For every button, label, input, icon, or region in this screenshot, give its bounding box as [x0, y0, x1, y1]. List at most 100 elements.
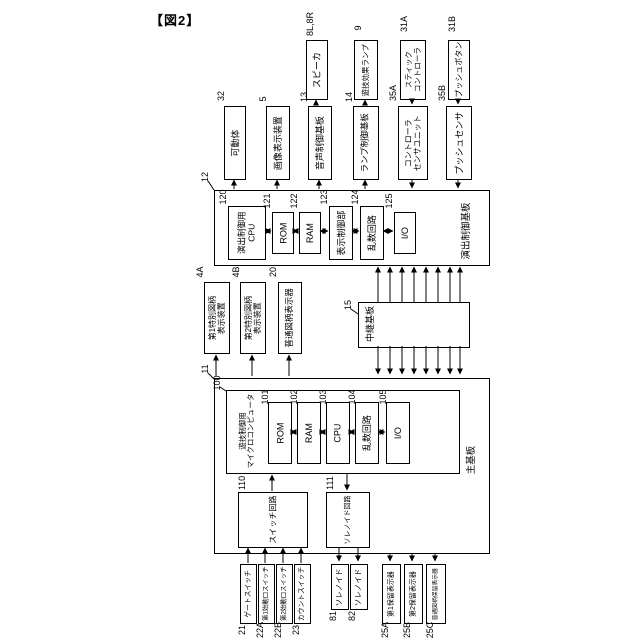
hold-display-1-box: 第1保留表示器	[382, 564, 401, 624]
solenoid-82-label: ソレノイド	[353, 568, 363, 606]
special-symbol-display-2-box: 第2特別図柄 表示装置	[240, 282, 266, 354]
ref-22a: 22A	[255, 621, 266, 639]
ref-120: 120	[218, 189, 229, 205]
ref-22b: 22B	[273, 621, 284, 639]
lamp-control-board-label: ランプ制御基板	[360, 113, 371, 173]
special-symbol-display-1-box: 第1特別図柄 表示装置	[204, 282, 230, 354]
special-symbol-display-2-label: 第2特別図柄 表示装置	[243, 295, 263, 341]
solenoid-circuit-label: ソレノイド回路	[343, 495, 351, 545]
ref-31a: 31A	[399, 15, 410, 33]
ref-111: 111	[325, 476, 336, 490]
ref-110: 110	[237, 475, 248, 491]
ref-124: 124	[350, 189, 361, 205]
game-control-microcomputer-name: 遊技制御用 マイクロコンピュータ	[237, 393, 255, 469]
ref-35a: 35A	[388, 84, 399, 102]
main-cpu-box: CPU	[326, 402, 350, 464]
gate-switch-label: ゲートスイッチ	[244, 570, 252, 618]
effect-lamp-label: 遊技効果ランプ	[360, 43, 370, 97]
ref-35b: 35B	[437, 84, 448, 102]
hold-display-2-label: 第2保留表示器	[409, 571, 417, 617]
normal-symbol-display-box: 普通図柄表示器	[278, 282, 302, 354]
image-display-box: 画像表示装置	[266, 106, 290, 180]
solenoid-circuit-box: ソレノイド回路	[326, 492, 370, 548]
sound-control-board-box: 音声制御基板	[308, 106, 332, 180]
main-io-label: I/O	[392, 426, 403, 440]
ref-20: 20	[268, 266, 279, 278]
ref-12: 12	[200, 171, 211, 183]
solenoid-81-label: ソレノイド	[334, 568, 344, 606]
start-switch-2-label: 第2始動口スイッチ	[280, 566, 288, 622]
ref-15: 15	[343, 299, 354, 311]
effect-io-box: I/O	[394, 212, 416, 254]
hold-display-1-label: 第1保留表示器	[387, 571, 395, 617]
image-display-label: 画像表示装置	[272, 115, 283, 171]
switch-circuit-box: スイッチ回路	[238, 492, 308, 548]
solenoid-81-box: ソレノイド	[331, 564, 349, 610]
main-random-box: 乱数回路	[355, 402, 379, 464]
ref-9: 9	[353, 25, 364, 31]
ref-123: 123	[319, 189, 330, 205]
speaker-label: スピーカ	[311, 51, 322, 89]
movable-body-box: 可動体	[224, 106, 246, 180]
effect-cpu-label: 演出制御用 CPU	[236, 211, 257, 255]
solenoid-82-box: ソレノイド	[350, 564, 368, 610]
display-control-label: 表示制御部	[335, 210, 346, 256]
effect-random-box: 乱数回路	[360, 206, 384, 260]
ref-122: 122	[289, 193, 300, 209]
push-sensor-label: プッシュセンサ	[453, 111, 464, 175]
effect-cpu-box: 演出制御用 CPU	[228, 206, 266, 260]
ref-5: 5	[258, 96, 269, 102]
ref-23: 23	[291, 624, 302, 636]
figure-number: 【図2】	[150, 13, 201, 28]
special-symbol-display-1-label: 第1特別図柄 表示装置	[207, 295, 227, 341]
sound-control-board-label: 音声制御基板	[314, 115, 325, 171]
ref-32: 32	[216, 90, 227, 102]
ref-81: 81	[328, 610, 339, 622]
ref-100: 100	[212, 375, 223, 391]
effect-rom-label: ROM	[277, 222, 288, 244]
effect-ram-box: RAM	[299, 212, 321, 254]
main-board-name: 主基板	[465, 445, 477, 475]
ref-8l8r: 8L,8R	[305, 11, 316, 37]
ref-13: 13	[299, 91, 310, 103]
effect-ram-label: RAM	[304, 223, 315, 243]
movable-body-label: 可動体	[229, 129, 240, 157]
stick-controller-label: スティック コントローラ	[403, 47, 421, 93]
ref-25c: 25C	[425, 621, 436, 639]
ref-21: 21	[237, 624, 248, 636]
effect-random-label: 乱数回路	[366, 214, 377, 252]
main-ram-box: RAM	[297, 402, 321, 464]
lamp-control-board-box: ランプ制御基板	[353, 106, 379, 180]
push-button-box: プッシュボタン	[448, 40, 470, 100]
ref-4b: 4B	[231, 266, 242, 278]
normal-symbol-display-label: 普通図柄表示器	[284, 288, 295, 348]
stick-controller-box: スティック コントローラ	[400, 40, 426, 100]
ref-25b: 25B	[402, 621, 413, 639]
controller-sensor-unit-label: コントローラ センサユニット	[403, 115, 422, 171]
main-io-box: I/O	[386, 402, 410, 464]
ref-125: 125	[384, 193, 395, 209]
main-cpu-label: CPU	[332, 423, 343, 443]
hold-display-2-box: 第2保留表示器	[404, 564, 423, 624]
normal-hold-display-label: 普通図柄保留表示器	[432, 567, 439, 621]
main-random-label: 乱数回路	[361, 414, 372, 452]
ref-25a: 25A	[380, 621, 391, 639]
effect-control-board-name: 演出制御基板	[460, 202, 472, 260]
ref-4a: 4A	[195, 266, 206, 278]
ref-121: 121	[262, 193, 273, 209]
relay-board-name: 中継基板	[365, 305, 376, 343]
main-ram-label: RAM	[303, 423, 314, 443]
controller-sensor-unit-box: コントローラ センサユニット	[398, 106, 428, 180]
count-switch-box: カウントスイッチ	[294, 564, 311, 624]
main-rom-box: ROM	[268, 402, 292, 464]
effect-io-label: I/O	[399, 226, 410, 240]
effect-lamp-box: 遊技効果ランプ	[354, 40, 378, 100]
gate-switch-box: ゲートスイッチ	[240, 564, 257, 624]
ref-82: 82	[347, 610, 358, 622]
push-button-label: プッシュボタン	[454, 42, 464, 98]
start-switch-1-label: 第1始動口スイッチ	[262, 566, 270, 622]
ref-31b: 31B	[447, 15, 458, 33]
main-rom-label: ROM	[274, 422, 285, 444]
push-sensor-box: プッシュセンサ	[446, 106, 472, 180]
